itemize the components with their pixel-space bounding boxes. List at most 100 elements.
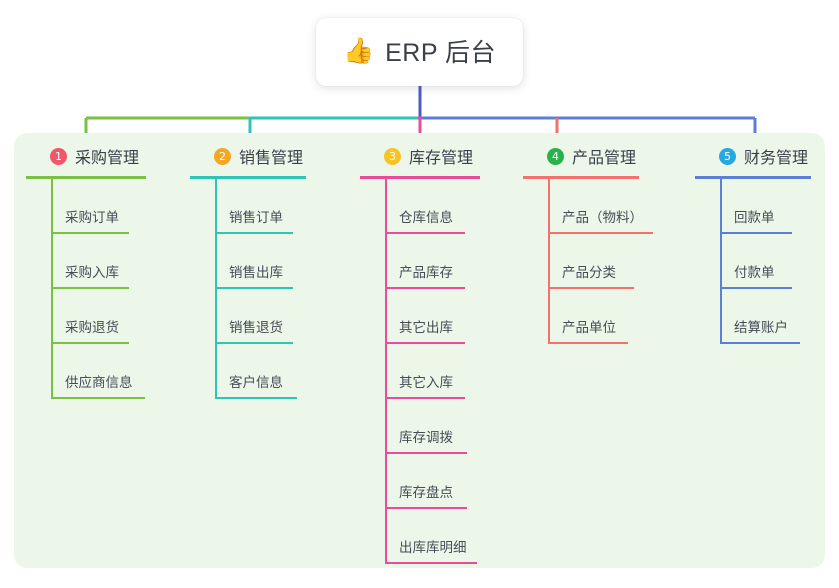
branch-item-underline [215, 397, 297, 399]
branch-item[interactable]: 库存调拨 [385, 399, 480, 454]
branch-column-4: 4 产品管理产品（物料） 产品分类产品单位 [523, 143, 653, 344]
branch-column-5: 5 财务管理回款单付款单结算账户 [695, 143, 811, 344]
branch-item-label: 销售出库 [229, 265, 283, 280]
branch-item-underline [385, 507, 467, 509]
branch-item[interactable]: 采购入库 [51, 234, 146, 289]
branch-title: 财务管理 [744, 150, 809, 167]
branch-item[interactable]: 付款单 [720, 234, 811, 289]
branch-item-label: 付款单 [734, 265, 775, 280]
branch-header-4[interactable]: 4 产品管理 [523, 143, 653, 169]
branch-item[interactable]: 销售退货 [215, 289, 306, 344]
branch-item-underline [385, 562, 477, 564]
branch-item[interactable]: 供应商信息 [51, 344, 146, 399]
branch-item-label: 结算账户 [734, 320, 788, 335]
branch-item-list: 回款单付款单结算账户 [695, 179, 811, 344]
branch-item[interactable]: 客户信息 [215, 344, 306, 399]
branch-item-underline [51, 397, 145, 399]
branch-item-label: 客户信息 [229, 375, 283, 390]
branch-title: 库存管理 [409, 150, 474, 167]
branch-number-badge: 2 [214, 147, 231, 165]
root-node-title: ERP 后台 [385, 39, 497, 67]
branch-number-badge: 3 [384, 147, 401, 165]
branch-item[interactable]: 出库库明细 [385, 509, 480, 564]
branch-item-underline [548, 342, 628, 344]
branch-item-underline [51, 342, 129, 344]
branch-item[interactable]: 销售订单 [215, 179, 306, 234]
branch-item-label: 其它出库 [399, 320, 453, 335]
branch-item-label: 采购退货 [65, 320, 119, 335]
branch-item[interactable]: 产品单位 [548, 289, 653, 344]
branch-item[interactable]: 其它入库 [385, 344, 480, 399]
branch-item[interactable]: 产品分类 [548, 234, 653, 289]
branch-column-2: 2 销售管理销售订单销售出库销售退货客户信息 [190, 143, 306, 399]
branch-item-list: 仓库信息产品库存其它出库其它入库库存调拨库存盘点出库库明细 [360, 179, 480, 564]
branch-item-list: 销售订单销售出库销售退货客户信息 [190, 179, 306, 399]
branch-item-list: 产品（物料） 产品分类产品单位 [523, 179, 653, 344]
branch-item[interactable]: 产品库存 [385, 234, 480, 289]
branch-item[interactable]: 其它出库 [385, 289, 480, 344]
branch-title: 产品管理 [572, 150, 637, 167]
branch-header-underline [190, 176, 306, 179]
branch-item-underline [215, 232, 293, 234]
branch-item-underline [720, 342, 800, 344]
thumbs-up-icon: 👍 [342, 36, 375, 65]
branch-item-label: 供应商信息 [65, 375, 133, 390]
branch-number-badge: 4 [547, 147, 564, 165]
branch-header-2[interactable]: 2 销售管理 [190, 143, 306, 169]
branch-item-underline [385, 342, 465, 344]
branch-item-label: 采购入库 [65, 265, 119, 280]
branch-item-label: 出库库明细 [399, 540, 467, 555]
branch-item-underline [720, 287, 792, 289]
branch-item[interactable]: 采购退货 [51, 289, 146, 344]
branch-header-underline [26, 176, 146, 179]
branch-column-3: 3 库存管理仓库信息产品库存其它出库其它入库库存调拨库存盘点出库库明细 [360, 143, 480, 564]
branch-item[interactable]: 回款单 [720, 179, 811, 234]
branch-spine-line [215, 179, 217, 399]
branch-item-label: 库存调拨 [399, 430, 453, 445]
branch-item-label: 回款单 [734, 210, 775, 225]
branch-header-underline [360, 176, 480, 179]
branch-item[interactable]: 销售出库 [215, 234, 306, 289]
branch-item-underline [548, 287, 634, 289]
branch-spine-line [51, 179, 53, 399]
branch-item-underline [385, 287, 465, 289]
branch-item[interactable]: 结算账户 [720, 289, 811, 344]
branches-panel [14, 133, 825, 568]
branch-item-underline [548, 232, 653, 234]
branch-item-label: 其它入库 [399, 375, 453, 390]
branch-spine-line [385, 179, 387, 564]
branch-header-5[interactable]: 5 财务管理 [695, 143, 811, 169]
branch-item-underline [215, 342, 293, 344]
branch-item[interactable]: 产品（物料） [548, 179, 653, 234]
branch-item[interactable]: 仓库信息 [385, 179, 480, 234]
branch-item[interactable]: 采购订单 [51, 179, 146, 234]
branch-item-label: 仓库信息 [399, 210, 453, 225]
branch-item-underline [385, 397, 465, 399]
branch-item-label: 采购订单 [65, 210, 119, 225]
branch-item-underline [385, 452, 467, 454]
branch-title: 销售管理 [239, 150, 304, 167]
branch-item-label: 产品库存 [399, 265, 453, 280]
branch-header-underline [695, 176, 811, 179]
branch-header-underline [523, 176, 639, 179]
branch-item-label: 销售订单 [229, 210, 283, 225]
branch-item-underline [385, 232, 465, 234]
branch-spine-line [548, 179, 550, 344]
root-node-card[interactable]: 👍 ERP 后台 [316, 18, 523, 86]
branch-item-underline [51, 287, 129, 289]
branch-item[interactable]: 库存盘点 [385, 454, 480, 509]
branch-item-label: 销售退货 [229, 320, 283, 335]
branch-header-3[interactable]: 3 库存管理 [360, 143, 480, 169]
branch-item-label: 产品（物料） [562, 210, 643, 225]
branch-item-label: 产品单位 [562, 320, 616, 335]
branch-item-label: 产品分类 [562, 265, 616, 280]
branch-spine-line [720, 179, 722, 344]
root-node-content: 👍 ERP 后台 [343, 33, 496, 69]
branch-number-badge: 5 [719, 147, 736, 165]
branch-item-underline [51, 232, 129, 234]
branch-item-label: 库存盘点 [399, 485, 453, 500]
branch-item-underline [720, 232, 792, 234]
